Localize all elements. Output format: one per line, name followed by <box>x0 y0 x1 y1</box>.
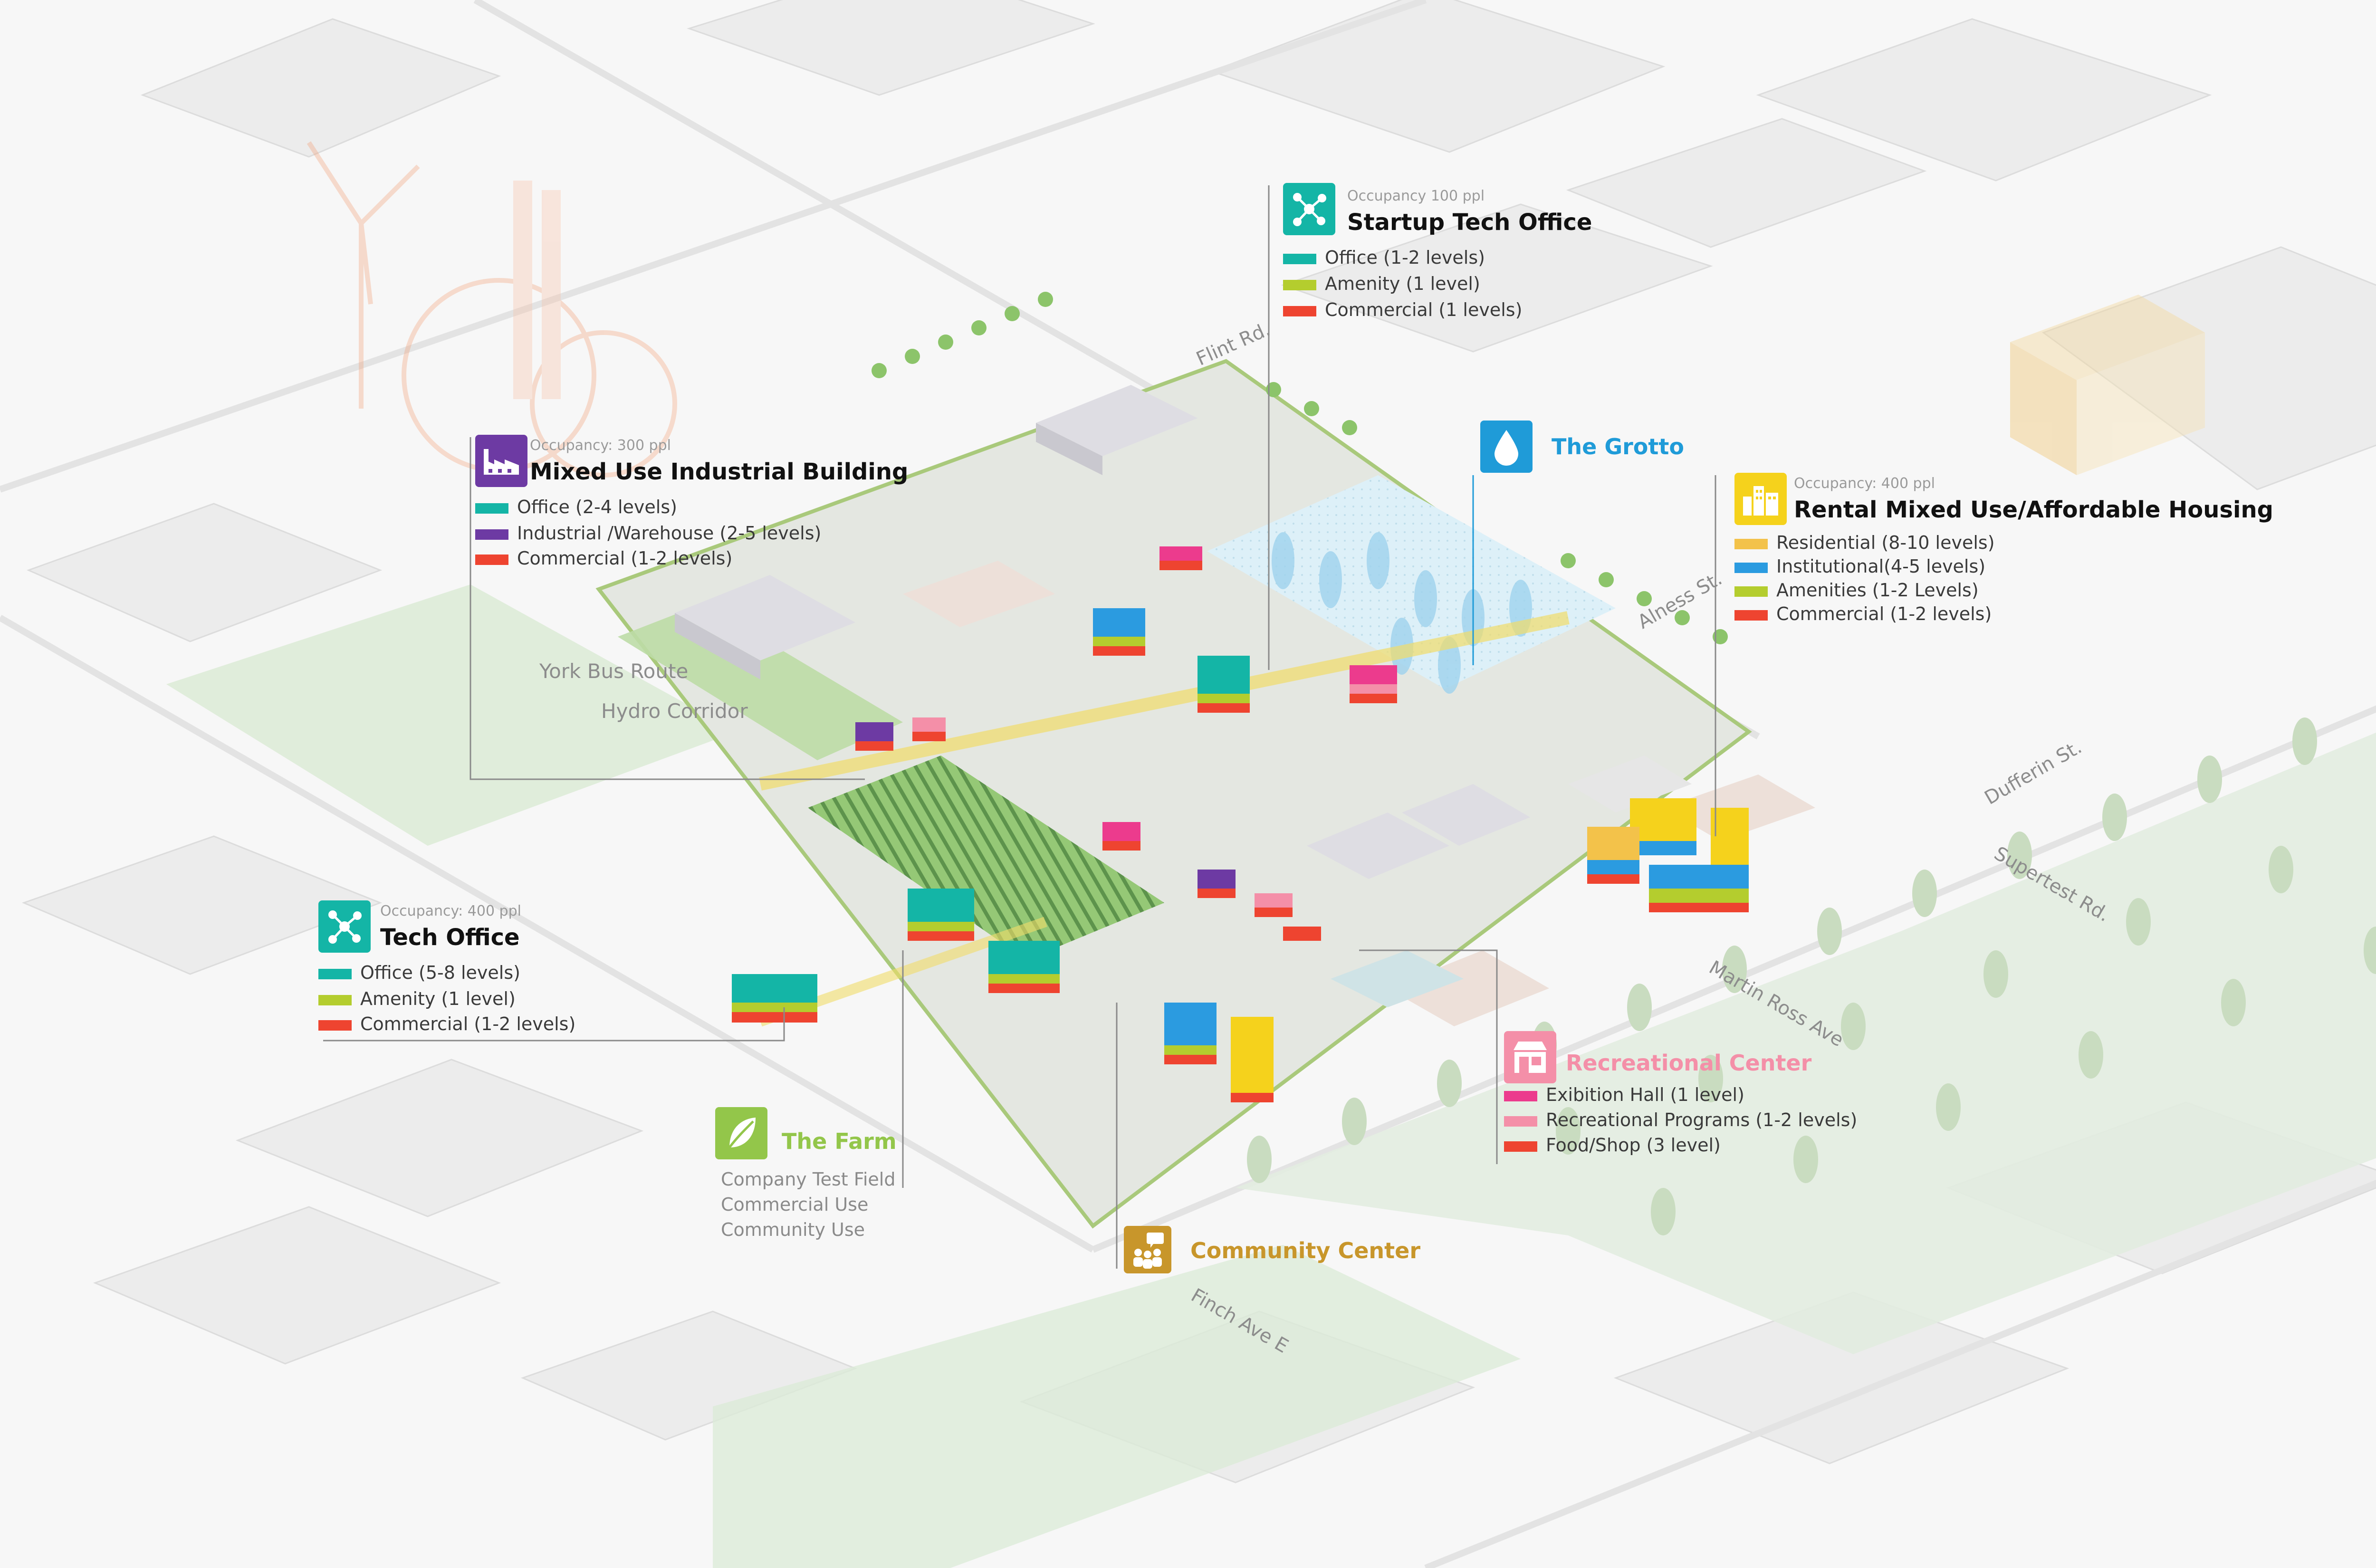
callout-title: Rental Mixed Use/Affordable Housing <box>1794 497 2274 523</box>
callout-title: Recreational Center <box>1566 1050 1812 1076</box>
occupancy-label: Occupancy: 300 ppl <box>530 437 671 454</box>
callout-title: Community Center <box>1190 1238 1421 1263</box>
housing-faded <box>2010 295 2205 475</box>
legend-row: Exibition Hall (1 level) <box>1504 1084 1744 1105</box>
storefront-icon <box>1504 1031 1556 1083</box>
farm-field <box>808 755 1164 960</box>
network-icon <box>1283 183 1335 235</box>
legend-row: Institutional(4-5 levels) <box>1734 556 1985 577</box>
occupancy-label: Occupancy: 400 ppl <box>380 903 521 919</box>
network-icon <box>318 900 371 953</box>
callout-title: The Grotto <box>1552 434 1684 459</box>
legend-row: Office (1-2 levels) <box>1283 247 1485 268</box>
new-buildings <box>732 546 1749 1102</box>
park-area-west <box>166 584 737 846</box>
occupancy-label: Occupancy 100 ppl <box>1347 188 1485 204</box>
legend-row: Amenity (1 level) <box>1283 273 1480 294</box>
farm-use-line: Company Test Field <box>721 1169 896 1190</box>
leaf-icon <box>715 1107 767 1159</box>
legend-row: Commercial (1-2 levels) <box>318 1013 575 1034</box>
hydro-corridor-label: Hydro Corridor <box>601 699 748 723</box>
occupancy-label: Occupancy: 400 ppl <box>1794 475 1935 492</box>
energy-plant-faded <box>307 141 677 478</box>
buildings-icon <box>1734 473 1787 525</box>
legend-row: Amenities (1-2 Levels) <box>1734 580 1979 601</box>
hydro-corridor <box>618 603 903 760</box>
legend-row: Office (5-8 levels) <box>318 962 520 983</box>
park-area-south <box>713 1245 1521 1568</box>
legend-row: Amenity (1 level) <box>318 988 516 1009</box>
york-bus-route-label: York Bus Route <box>539 660 689 683</box>
callout-title: Startup Tech Office <box>1347 209 1592 236</box>
legend-row: Food/Shop (3 level) <box>1504 1135 1721 1156</box>
legend-row: Industrial /Warehouse (2-5 levels) <box>475 523 821 544</box>
legend-row: Commercial (1-2 levels) <box>475 548 732 569</box>
existing-buildings <box>675 385 1815 1026</box>
callout-title: Mixed Use Industrial Building <box>530 459 909 485</box>
ravine-area <box>1236 732 2376 1354</box>
community-icon <box>1124 1226 1171 1273</box>
factory-icon <box>475 435 527 487</box>
site-trees <box>872 292 1728 644</box>
callout-title: Tech Office <box>380 924 520 951</box>
legend-row: Commercial (1 levels) <box>1283 299 1522 320</box>
callout-title: The Farm <box>782 1128 897 1154</box>
water-drop-icon <box>1480 421 1533 473</box>
legend-row: Residential (8-10 levels) <box>1734 532 1995 553</box>
legend-row: Commercial (1-2 levels) <box>1734 603 1992 624</box>
legend-row: Office (2-4 levels) <box>475 497 677 517</box>
farm-use-line: Community Use <box>721 1219 865 1240</box>
legend-row: Recreational Programs (1-2 levels) <box>1504 1109 1857 1130</box>
leader-lines <box>323 185 1716 1269</box>
farm-use-line: Commercial Use <box>721 1194 869 1215</box>
